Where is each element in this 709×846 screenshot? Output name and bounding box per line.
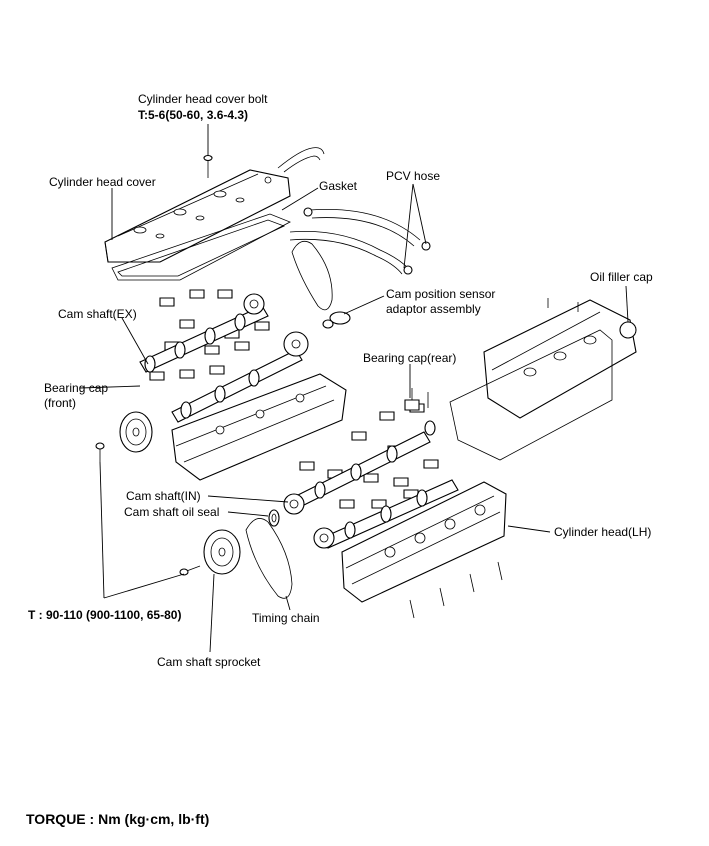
- label-cover-bolt: Cylinder head cover bolt: [138, 92, 268, 106]
- cam-oil-seal-drawing: [268, 509, 280, 527]
- label-oil-filler-cap: Oil filler cap: [590, 270, 653, 284]
- bearing-caps-ex-drawing: [149, 289, 270, 381]
- cam-sensor-drawing: [322, 311, 351, 329]
- rear-head-cover-drawing: [449, 298, 637, 461]
- label-pcv-hose: PCV hose: [386, 169, 441, 183]
- bearing-cap-rear-drawing: [404, 388, 436, 436]
- label-bearing-cap-front-line1: Bearing cap: [44, 381, 109, 395]
- cam-shaft-lower-ex-drawing: [313, 479, 459, 549]
- pcv-hose-drawing: [289, 207, 431, 275]
- label-bearing-cap-front-line2: (front): [44, 396, 77, 410]
- label-cam-shaft-in: Cam shaft(IN): [126, 489, 201, 503]
- cam-sprocket-upper-drawing: [119, 411, 153, 453]
- cam-shaft-upper-in-drawing: [171, 331, 309, 423]
- cylinder-head-rh-drawing: [171, 373, 347, 481]
- cylinder-head-cover-drawing: [104, 169, 291, 263]
- label-cam-sensor-line2: adaptor assembly: [386, 302, 481, 316]
- label-cylinder-head-lh: Cylinder head(LH): [554, 525, 652, 539]
- sprocket-bolt-drawing: [95, 442, 105, 462]
- cam-sprocket-lower-drawing: [179, 529, 241, 576]
- label-cam-shaft-ex: Cam shaft(EX): [58, 307, 137, 321]
- label-cover-bolt-torque: T:5-6(50-60, 3.6-4.3): [138, 108, 249, 122]
- timing-chain-lower-drawing: [245, 518, 293, 599]
- label-bearing-cap-rear: Bearing cap(rear): [363, 351, 457, 365]
- label-cam-sensor-line1: Cam position sensor: [386, 287, 496, 301]
- torque-units-footer: TORQUE : Nm (kg·cm, lb·ft): [26, 811, 210, 827]
- label-gasket: Gasket: [319, 179, 358, 193]
- timing-chain-upper-drawing: [291, 240, 333, 311]
- cam-shaft-in-drawing: [283, 431, 431, 515]
- gasket-drawing: [111, 213, 291, 281]
- label-head-cover: Cylinder head cover: [49, 175, 156, 189]
- cam-shaft-ex-drawing: [139, 293, 269, 373]
- breather-hose-drawing: [277, 147, 325, 173]
- label-timing-chain: Timing chain: [252, 611, 320, 625]
- cover-bolt-drawing: [203, 154, 213, 178]
- label-cam-shaft-sprocket: Cam shaft sprocket: [157, 655, 261, 669]
- leader-lines: [79, 124, 629, 653]
- label-sprocket-torque: T : 90-110 (900-1100, 65-80): [28, 608, 182, 622]
- cylinder-head-lh-drawing: [341, 481, 507, 619]
- label-cam-shaft-oil-seal: Cam shaft oil seal: [124, 505, 220, 519]
